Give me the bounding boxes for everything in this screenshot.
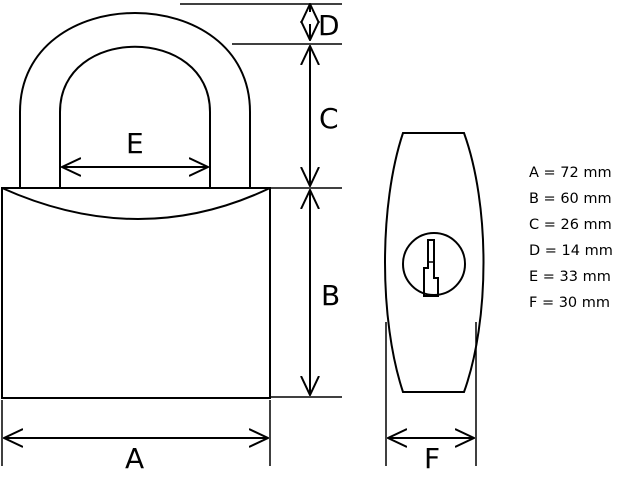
spec-item-b: B = 60 mm xyxy=(529,191,612,207)
dim-label-a: A xyxy=(125,442,144,475)
spec-item-a: A = 72 mm xyxy=(529,165,612,181)
shackle xyxy=(19,12,251,189)
lock-body xyxy=(1,187,271,399)
dim-label-d: D xyxy=(318,9,340,42)
body-top-curve xyxy=(1,187,271,220)
dim-label-c: C xyxy=(319,102,339,135)
spec-item-e: E = 33 mm xyxy=(529,269,611,285)
extension-lines xyxy=(1,3,477,466)
dim-label-b: B xyxy=(321,279,340,312)
dim-label-e: E xyxy=(126,127,144,160)
dim-label-f: F xyxy=(424,442,440,475)
spec-item-c: C = 26 mm xyxy=(529,217,612,233)
padlock-front-view xyxy=(1,12,271,399)
spec-item-f: F = 30 mm xyxy=(529,295,611,311)
dimension-arrows xyxy=(4,4,474,438)
side-body xyxy=(384,132,485,393)
padlock-side-view xyxy=(384,132,485,393)
spec-item-d: D = 14 mm xyxy=(529,243,613,259)
dimension-spec-list: A = 72 mm B = 60 mm C = 26 mm D = 14 mm … xyxy=(529,160,613,316)
keyhole-icon xyxy=(423,239,439,297)
